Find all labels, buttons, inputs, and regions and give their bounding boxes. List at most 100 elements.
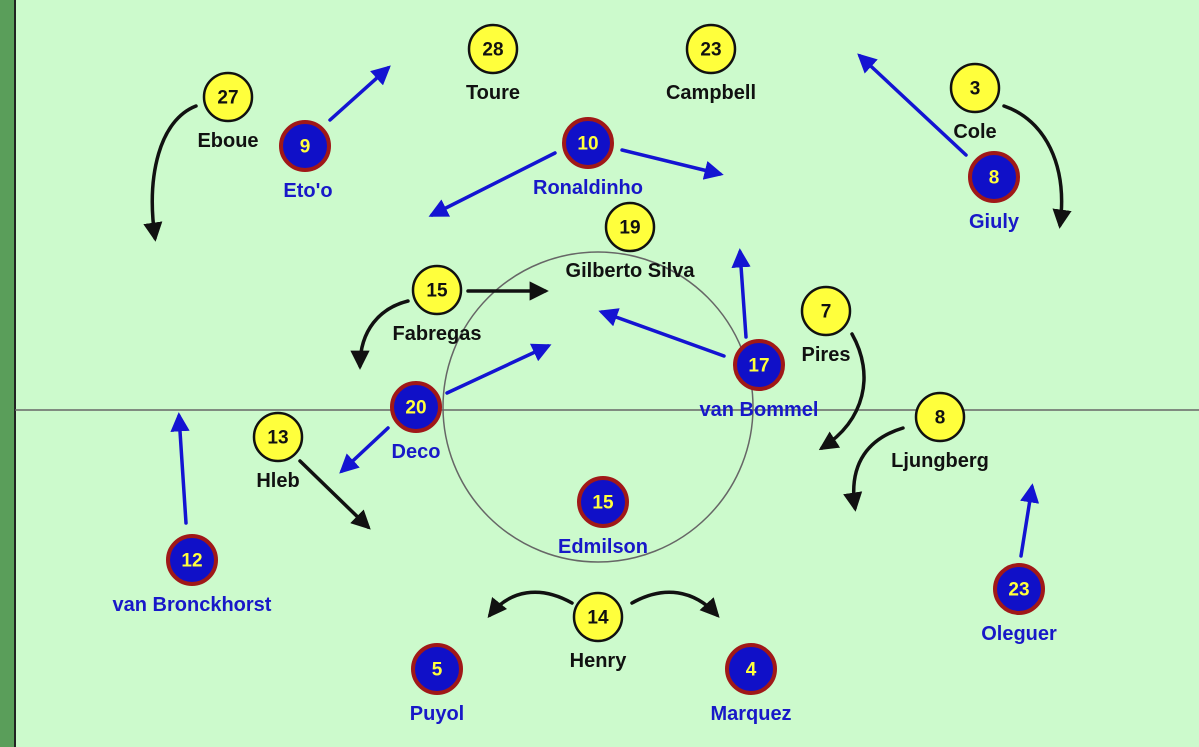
player-number: 7 xyxy=(821,302,832,323)
player-token xyxy=(685,23,737,75)
van-bommel-up-arrow xyxy=(731,248,751,339)
player-number: 15 xyxy=(592,493,614,514)
player-van-bommel: 17 van Bommel xyxy=(700,339,819,421)
player-name: Eto'o xyxy=(283,180,332,202)
player-token xyxy=(572,591,624,643)
player-token xyxy=(411,643,463,695)
player-name: Deco xyxy=(392,441,441,463)
player-name: Pires xyxy=(802,344,851,366)
player-name: Ronaldinho xyxy=(533,177,643,199)
player-number: 10 xyxy=(577,134,598,155)
player-token xyxy=(390,381,442,433)
deco-forward-arrow xyxy=(445,343,552,395)
ljungberg-run-arrow xyxy=(843,426,905,512)
player-number: 20 xyxy=(405,398,426,419)
player-token xyxy=(968,151,1020,203)
player-name: Campbell xyxy=(666,82,756,104)
player-token xyxy=(949,62,1001,114)
player-number: 28 xyxy=(482,40,503,61)
player-number: 5 xyxy=(432,660,443,681)
player-name: Toure xyxy=(466,82,520,104)
player-number: 8 xyxy=(989,168,1000,189)
team-b-movement-arrows xyxy=(170,53,1040,558)
van-bommel-left-arrow xyxy=(598,308,726,358)
player-name: Ljungberg xyxy=(891,450,989,472)
player-token xyxy=(800,285,852,337)
eboue-run-arrow xyxy=(143,104,198,242)
player-token xyxy=(202,71,254,123)
player-number: 14 xyxy=(587,608,609,629)
player-number: 15 xyxy=(426,281,448,302)
pires-run-arrow xyxy=(818,332,866,451)
hleb-run-arrow xyxy=(298,459,371,530)
ronaldinho-right-arrow xyxy=(620,148,724,180)
player-van-bronckhorst: 12 van Bronckhorst xyxy=(113,534,272,616)
oleguer-run-arrow xyxy=(1019,483,1040,558)
van-bronckhorst-run-arrow xyxy=(170,412,190,525)
giuly-run-arrow xyxy=(857,53,968,157)
player-name: Henry xyxy=(570,650,628,672)
player-number: 23 xyxy=(1008,580,1029,601)
player-name: Cole xyxy=(953,121,996,143)
player-token xyxy=(166,534,218,586)
player-token xyxy=(733,339,785,391)
player-number: 17 xyxy=(748,356,769,377)
player-name: Marquez xyxy=(710,703,791,725)
player-token xyxy=(562,117,614,169)
player-token xyxy=(577,476,629,528)
player-number: 23 xyxy=(700,40,721,61)
player-name: van Bronckhorst xyxy=(113,594,272,616)
player-token xyxy=(252,411,304,463)
player-token xyxy=(604,201,656,253)
player-number: 8 xyxy=(935,408,946,429)
fabregas-run-arrow xyxy=(350,299,410,370)
player-name: Oleguer xyxy=(981,623,1057,645)
players-layer: 28Toure23Campbell27Eboue3Cole19Gilberto … xyxy=(113,23,1057,725)
player-number: 4 xyxy=(746,660,757,681)
player-token xyxy=(279,120,331,172)
cole-run-arrow xyxy=(1002,104,1072,229)
player-token xyxy=(914,391,966,443)
henry-right-arrow xyxy=(630,590,720,618)
player-number: 27 xyxy=(217,88,238,109)
player-number: 13 xyxy=(267,428,288,449)
player-name: Puyol xyxy=(410,703,464,725)
deco-back-arrow xyxy=(339,426,390,474)
center-circle xyxy=(442,251,754,563)
player-number: 3 xyxy=(970,79,981,100)
player-token xyxy=(467,23,519,75)
player-number: 9 xyxy=(300,137,311,158)
player-name: Fabregas xyxy=(393,323,482,345)
player-name: Edmilson xyxy=(558,536,648,558)
henry-left-arrow xyxy=(487,590,574,619)
player-name: Gilberto Silva xyxy=(566,260,696,282)
player-name: Eboue xyxy=(197,130,258,152)
player-name: Giuly xyxy=(969,211,1020,233)
player-token xyxy=(993,563,1045,615)
player-name: van Bommel xyxy=(700,399,819,421)
team-a-movement-arrows xyxy=(143,104,1072,619)
player-token xyxy=(411,264,463,316)
player-name: Hleb xyxy=(256,470,299,492)
player-token xyxy=(725,643,777,695)
etoo-run-arrow xyxy=(328,65,391,122)
player-number: 12 xyxy=(181,551,202,572)
